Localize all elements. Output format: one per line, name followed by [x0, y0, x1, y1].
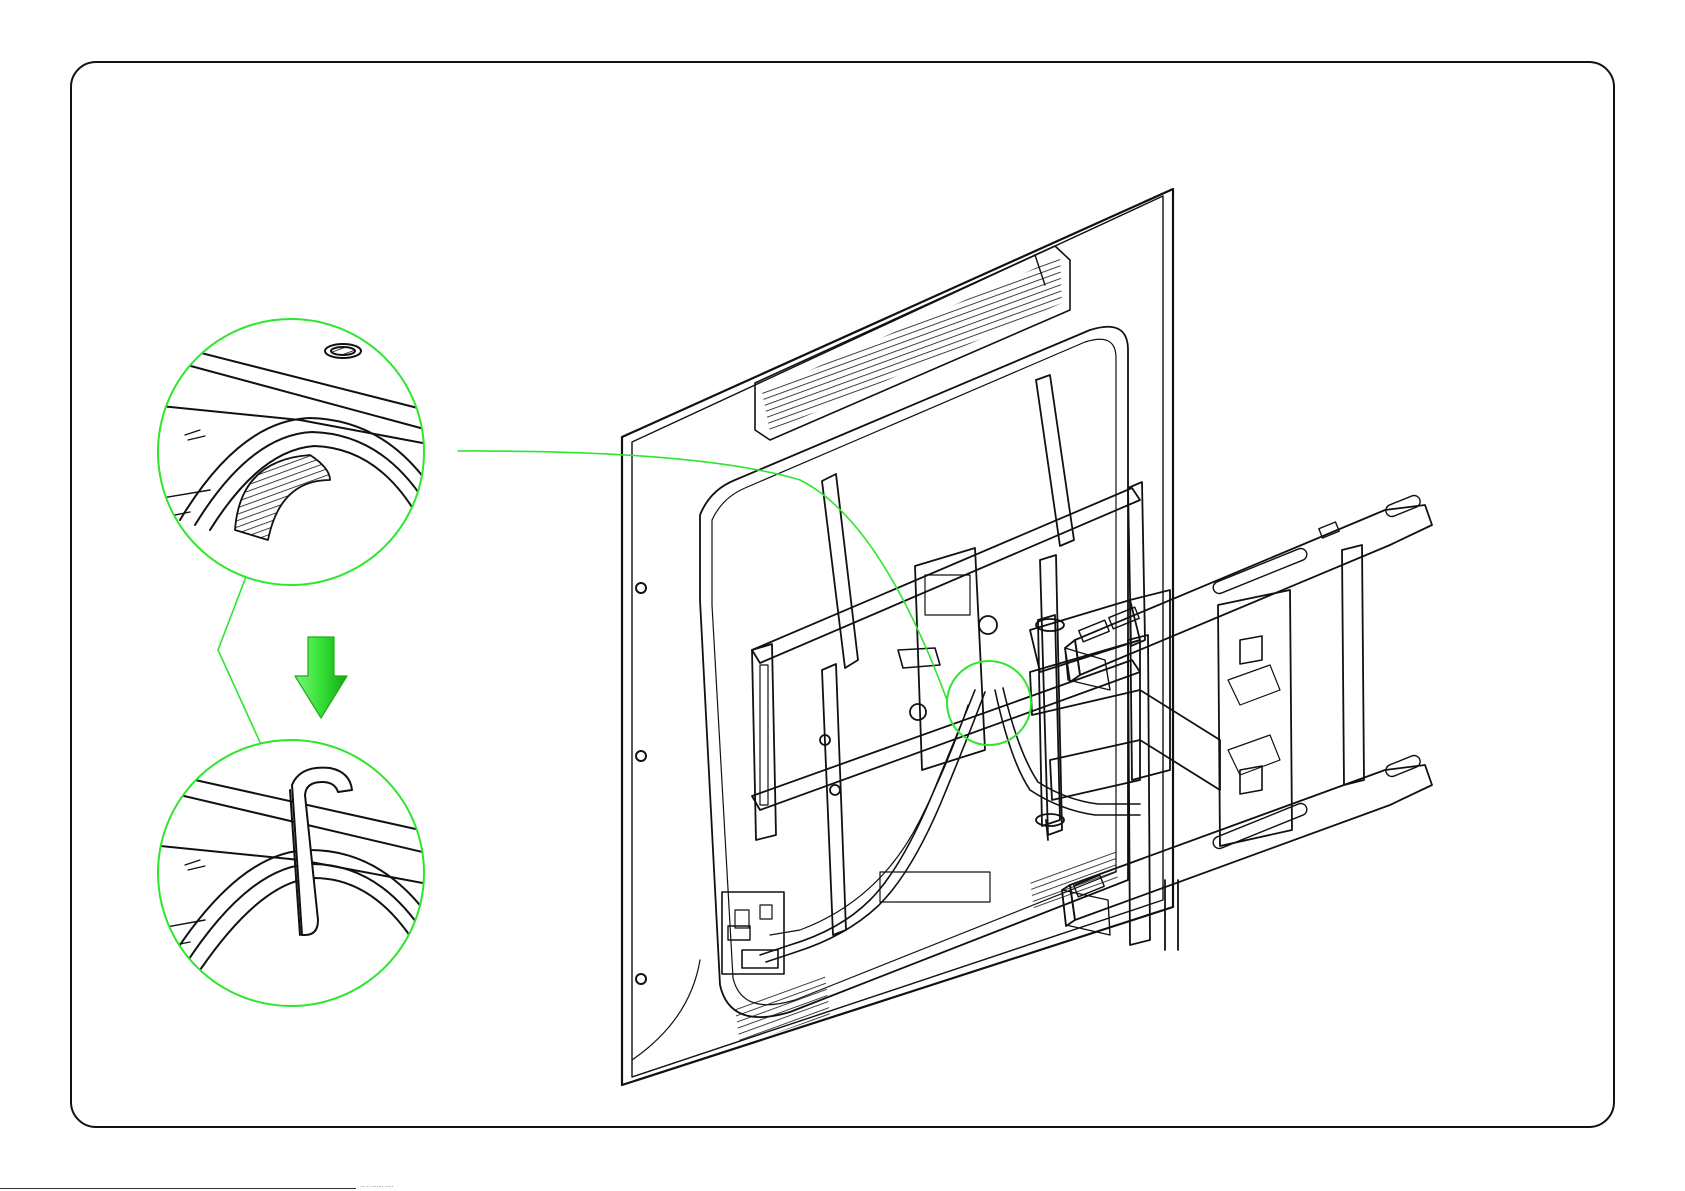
top-vent [755, 246, 1070, 440]
after-detail [150, 740, 465, 1006]
highlight-circle [947, 661, 1031, 745]
down-arrow-icon [295, 637, 347, 718]
cables [760, 688, 1140, 962]
bottom-vents [735, 848, 1118, 1045]
footer-rule [0, 1188, 356, 1189]
before-detail [150, 319, 465, 585]
footer-text: ... .. ....... ..... [360, 1183, 393, 1189]
wall-plate [1062, 494, 1432, 950]
